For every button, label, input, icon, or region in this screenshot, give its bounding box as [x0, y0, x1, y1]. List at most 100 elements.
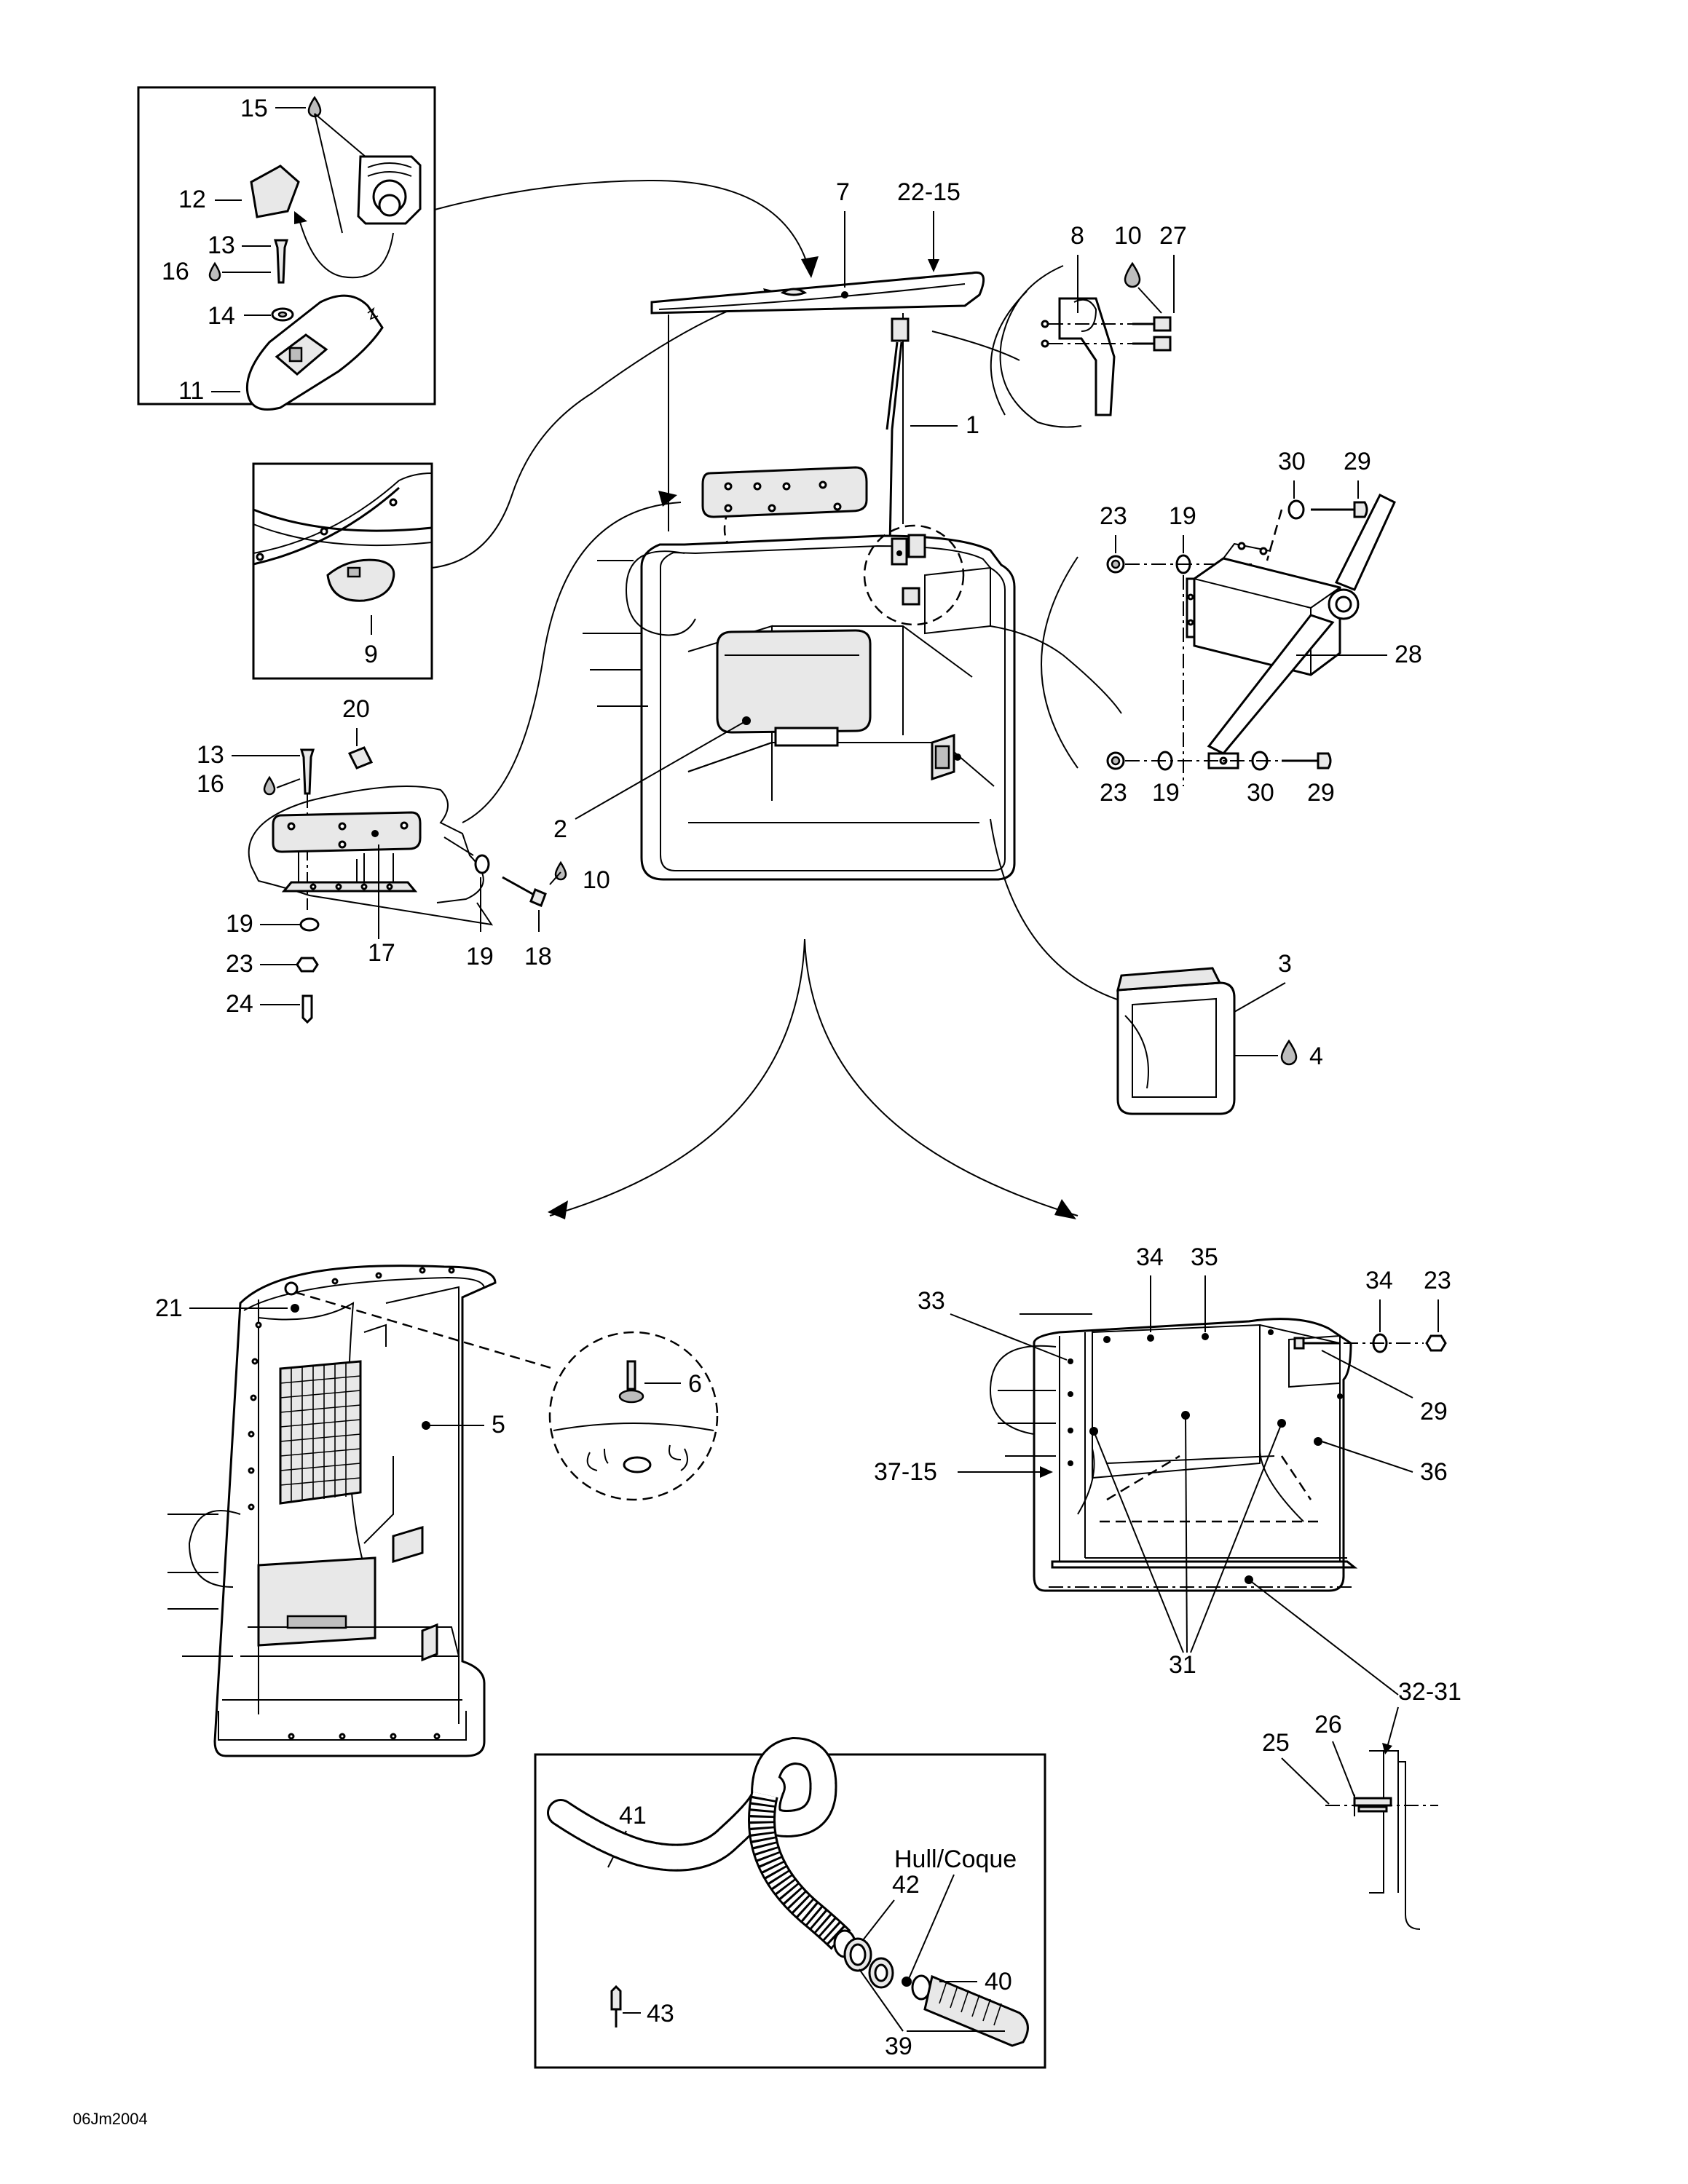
label-5: 5	[492, 1411, 505, 1439]
hinge-detail: 8 10 27	[931, 222, 1187, 428]
detail-circle-hinge	[863, 524, 965, 626]
label-30: 30	[1278, 448, 1306, 475]
storage-bin-right: 34 35 33 34 23 29 37-15 36 31 32-31	[874, 1243, 1462, 1706]
label-30b: 30	[1247, 779, 1274, 807]
label-23c: 23	[226, 950, 253, 978]
toolbox-2	[716, 629, 872, 734]
bumper-9	[326, 558, 395, 602]
drain-fitting	[923, 1974, 1029, 2047]
label-31: 31	[1169, 1651, 1196, 1679]
label-13b: 13	[197, 741, 224, 769]
label-19c: 19	[226, 910, 253, 938]
sealant-drop-icon	[208, 261, 221, 282]
label-23b: 23	[1100, 779, 1127, 807]
bolt-18	[529, 888, 547, 907]
label-39: 39	[885, 2033, 912, 2060]
label-40: 40	[985, 1968, 1012, 1995]
storage-bin-left: 21 5	[155, 1265, 554, 1757]
label-19: 19	[1169, 502, 1196, 530]
label-13: 13	[208, 232, 235, 259]
latch-inset: 15 12 13 16 14 11	[137, 86, 436, 411]
screw-13	[273, 239, 289, 284]
label-41: 41	[619, 1802, 647, 1829]
bumper-inset-frame	[252, 462, 433, 680]
label-11: 11	[178, 377, 204, 405]
label-37-15: 37-15	[874, 1458, 937, 1486]
label-14: 14	[208, 302, 235, 330]
seat-hinge-detail: 20 13 16 19 23 24 17 1	[197, 695, 610, 1024]
label-27: 27	[1159, 222, 1187, 250]
label-9: 9	[364, 641, 378, 668]
sealant-drop-icon	[1124, 261, 1141, 288]
bracket-detail: 30 29 23 19 28	[990, 448, 1422, 807]
label-32-31: 32-31	[1398, 1678, 1462, 1706]
rivet-43	[610, 1985, 622, 2011]
label-6: 6	[688, 1370, 702, 1398]
label-25: 25	[1262, 1729, 1290, 1757]
branch-arrow-right	[804, 938, 1078, 1216]
label-16b: 16	[197, 770, 224, 798]
storage-bin-main: 7 22-15 1	[553, 178, 1016, 881]
label-10: 10	[1114, 222, 1142, 250]
label-35: 35	[1191, 1243, 1218, 1271]
bumper-inset: 9	[252, 462, 433, 680]
label-4: 4	[1309, 1042, 1323, 1070]
label-18: 18	[524, 943, 552, 970]
label-20: 20	[342, 695, 370, 723]
washer-30	[1287, 499, 1305, 520]
label-2: 2	[553, 815, 567, 843]
label-42: 42	[892, 1871, 920, 1899]
label-16: 16	[162, 258, 189, 285]
detail-circle-6: 6	[548, 1331, 719, 1501]
vent-detail: 3 4	[990, 818, 1323, 1115]
label-10b: 10	[583, 866, 610, 894]
label-36: 36	[1420, 1458, 1448, 1486]
pin-24	[301, 994, 313, 1024]
sealant-drop-icon	[1280, 1039, 1298, 1066]
label-1: 1	[966, 411, 979, 439]
label-17: 17	[368, 939, 395, 967]
drain-hose-inset: 41 42 Hull/Coque 40 39 43	[534, 1736, 1046, 2069]
label-26: 26	[1314, 1711, 1342, 1738]
label-24: 24	[226, 990, 253, 1018]
label-33: 33	[918, 1287, 945, 1315]
label-34b: 34	[1365, 1267, 1393, 1294]
latch-cover	[250, 165, 300, 218]
bumper-20	[347, 746, 374, 769]
label-23: 23	[1100, 502, 1127, 530]
screw-13b	[299, 748, 315, 795]
label-19d: 19	[466, 943, 494, 970]
label-29b: 29	[1307, 779, 1335, 807]
hinge-plate-top	[701, 466, 868, 518]
label-8: 8	[1070, 222, 1084, 250]
label-22-15: 22-15	[897, 178, 961, 206]
label-21: 21	[155, 1294, 183, 1322]
lift-support-bracket	[891, 317, 910, 342]
vent-3	[1116, 981, 1236, 1115]
label-3: 3	[1278, 950, 1292, 978]
label-29c: 29	[1420, 1398, 1448, 1425]
label-12: 12	[178, 186, 206, 213]
leader-seat-hinge	[462, 502, 682, 823]
leader-to-cover	[434, 179, 807, 261]
branch-arrow-left	[549, 938, 805, 1216]
arm-28	[1207, 614, 1335, 755]
hinge-bracket-8	[1058, 297, 1116, 416]
label-7: 7	[836, 178, 850, 206]
rivet-detail: 25 26	[1262, 1706, 1438, 1930]
label-23d: 23	[1424, 1267, 1451, 1294]
label-34: 34	[1136, 1243, 1164, 1271]
sealant-drop-icon	[263, 775, 276, 796]
leader-to-cover-2	[431, 294, 775, 569]
drawing-code: 06Jm2004	[73, 2110, 148, 2128]
cover-7	[650, 271, 985, 314]
label-43: 43	[647, 2000, 674, 2027]
cargo-net	[279, 1360, 362, 1505]
label-29: 29	[1344, 448, 1371, 475]
label-28: 28	[1395, 641, 1422, 668]
label-15: 15	[240, 95, 268, 122]
label-hull: Hull/Coque	[894, 1845, 1017, 1873]
hinge-plate-17	[272, 811, 422, 853]
label-19b: 19	[1152, 779, 1180, 807]
